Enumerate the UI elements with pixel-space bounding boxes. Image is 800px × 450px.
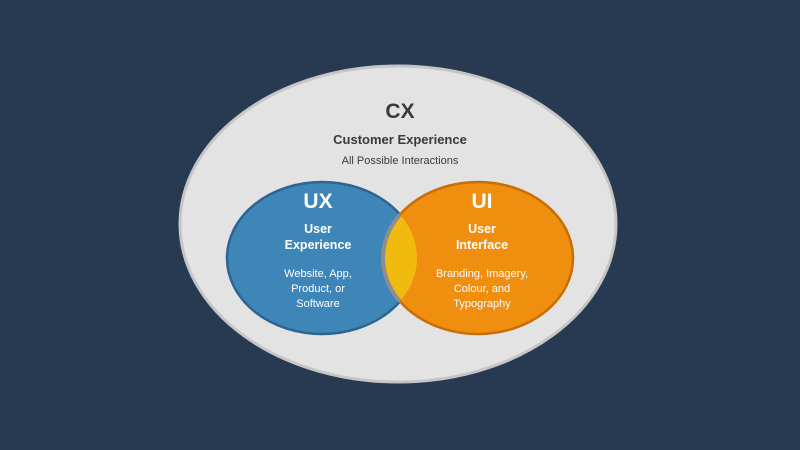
ux-subtitle-line-2: Experience (285, 238, 352, 252)
ux-description-line-2: Product, or (291, 283, 345, 295)
ux-description-line-3: Software (296, 298, 339, 310)
ui-title: UI (472, 190, 493, 213)
ui-description-line-3: Typography (453, 298, 511, 310)
ux-title: UX (303, 190, 332, 213)
cx-description: All Possible Interactions (342, 155, 459, 167)
overlap-lens (381, 182, 417, 334)
ui-description-line-2: Colour, and (454, 283, 510, 295)
ui-subtitle-line-2: Interface (456, 238, 508, 252)
cx-title: CX (385, 100, 414, 123)
ux-description-line-1: Website, App, (284, 268, 352, 280)
ui-description-line-1: Branding, Imagery, (436, 268, 528, 280)
ux-subtitle-line-1: User (304, 222, 332, 236)
ui-subtitle-line-1: User (468, 222, 496, 236)
cx-subtitle: Customer Experience (333, 132, 467, 147)
